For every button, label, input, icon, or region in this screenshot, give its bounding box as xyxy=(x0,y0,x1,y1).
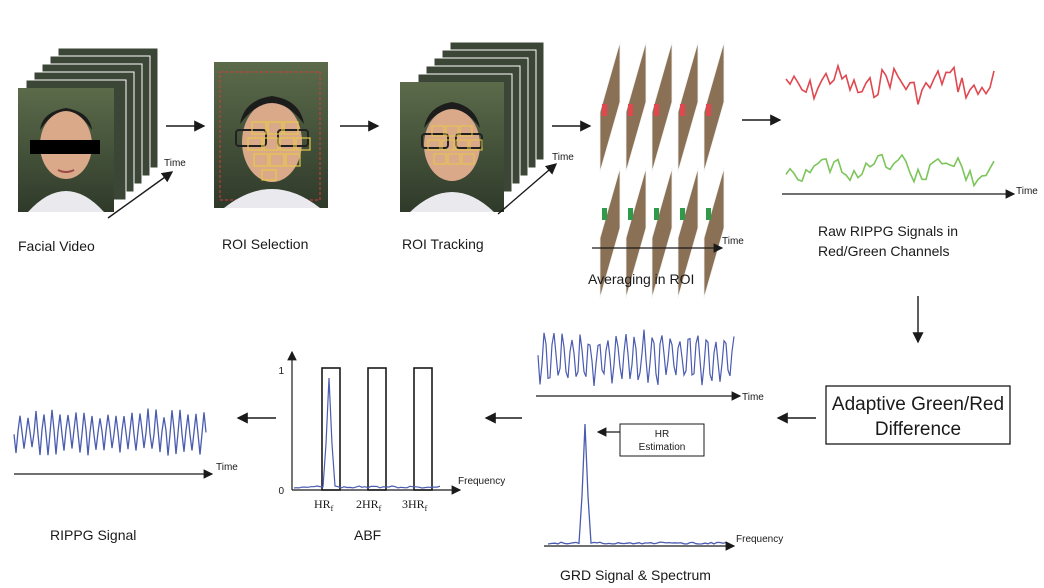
raw-label-line1: Raw RIPPG Signals in xyxy=(818,223,958,239)
facial-video-label: Facial Video xyxy=(18,238,95,254)
time-label: Time xyxy=(216,462,238,473)
roi-patch-marker xyxy=(602,208,607,220)
agrd-line1: Adaptive Green/Red xyxy=(832,394,1004,415)
hr-tick-1: HRf xyxy=(314,497,334,513)
roi-patch-marker xyxy=(628,104,633,116)
averaging-label: Averaging in ROI xyxy=(588,271,694,287)
time-label: Time xyxy=(552,152,574,163)
eye-censor-bar xyxy=(30,140,100,154)
hr-tick-3: 3HRf xyxy=(402,497,428,513)
face-frame xyxy=(18,88,114,212)
roi-patch-marker xyxy=(654,208,659,220)
time-label: Time xyxy=(722,236,744,247)
roi-patch-marker xyxy=(706,208,711,220)
roi-selection-label: ROI Selection xyxy=(222,236,308,252)
abf-y-bottom: 0 xyxy=(278,486,284,497)
hr-estimation-line2: Estimation xyxy=(639,442,686,453)
roi-patch-marker xyxy=(706,104,711,116)
hr-estimation-line1: HR xyxy=(655,429,669,440)
facial-video-stack xyxy=(18,48,158,212)
rippg-label: RIPPG Signal xyxy=(50,527,136,543)
time-label: Time xyxy=(742,392,764,403)
roi-patch-marker xyxy=(680,104,685,116)
abf-label: ABF xyxy=(354,527,381,543)
abf-band-2 xyxy=(368,368,386,490)
averaging-patches xyxy=(600,42,724,298)
frequency-label: Frequency xyxy=(458,476,505,487)
hr-tick-2: 2HRf xyxy=(356,497,382,513)
adaptive-grd-box: Adaptive Green/Red Difference xyxy=(826,386,1010,444)
roi-patch-marker xyxy=(680,208,685,220)
abf-y-top: 1 xyxy=(278,366,284,377)
hr-estimation-box: HR Estimation xyxy=(620,424,704,456)
rippg-signal xyxy=(14,409,206,456)
roi-tracking-stack xyxy=(400,42,544,212)
roi-patch-marker xyxy=(602,104,607,116)
roi-patch-marker xyxy=(654,104,659,116)
abf-spectrum xyxy=(294,378,440,488)
roi-patch-marker xyxy=(628,208,633,220)
time-label: Time xyxy=(164,158,186,169)
abf-plot: 1 0 Frequency HRf 2HRf 3HRf ABF xyxy=(278,352,505,543)
red-channel-signal xyxy=(786,66,994,105)
abf-band-3 xyxy=(414,368,432,490)
frequency-label: Frequency xyxy=(736,534,783,545)
roi-selection-frame xyxy=(214,62,328,208)
agrd-line2: Difference xyxy=(875,419,961,440)
time-label: Time xyxy=(1016,186,1038,197)
raw-label-line2: Red/Green Channels xyxy=(818,243,950,259)
roi-tracking-label: ROI Tracking xyxy=(402,236,484,252)
roi-patch xyxy=(704,168,724,298)
grd-signal xyxy=(538,330,734,386)
grd-label: GRD Signal & Spectrum xyxy=(560,567,711,583)
green-channel-signal xyxy=(786,155,994,186)
tracking-face-frame xyxy=(400,82,504,212)
